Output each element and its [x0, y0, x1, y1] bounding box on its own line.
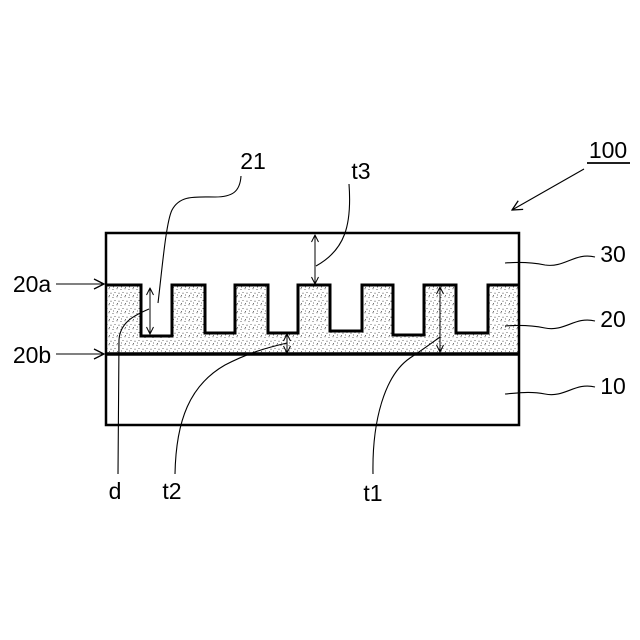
pattern-21-label: 21 [240, 148, 266, 174]
depth-d-label: d [109, 478, 122, 504]
t2-label: t2 [162, 478, 181, 504]
assembly-100-label: 100 [589, 137, 627, 163]
layer-10-label: 10 [600, 373, 626, 399]
t1-label: t1 [363, 480, 382, 506]
assembly-100-arrow [512, 169, 584, 210]
layer-20-label: 20 [600, 306, 626, 332]
t1-leader [373, 337, 440, 474]
t3-leader [316, 184, 350, 266]
layer-30-label: 30 [600, 241, 626, 267]
surface-20b-label: 20b [13, 342, 51, 368]
t3-label: t3 [351, 158, 370, 184]
t2-leader [175, 343, 287, 474]
surface-20a-label: 20a [13, 271, 52, 297]
